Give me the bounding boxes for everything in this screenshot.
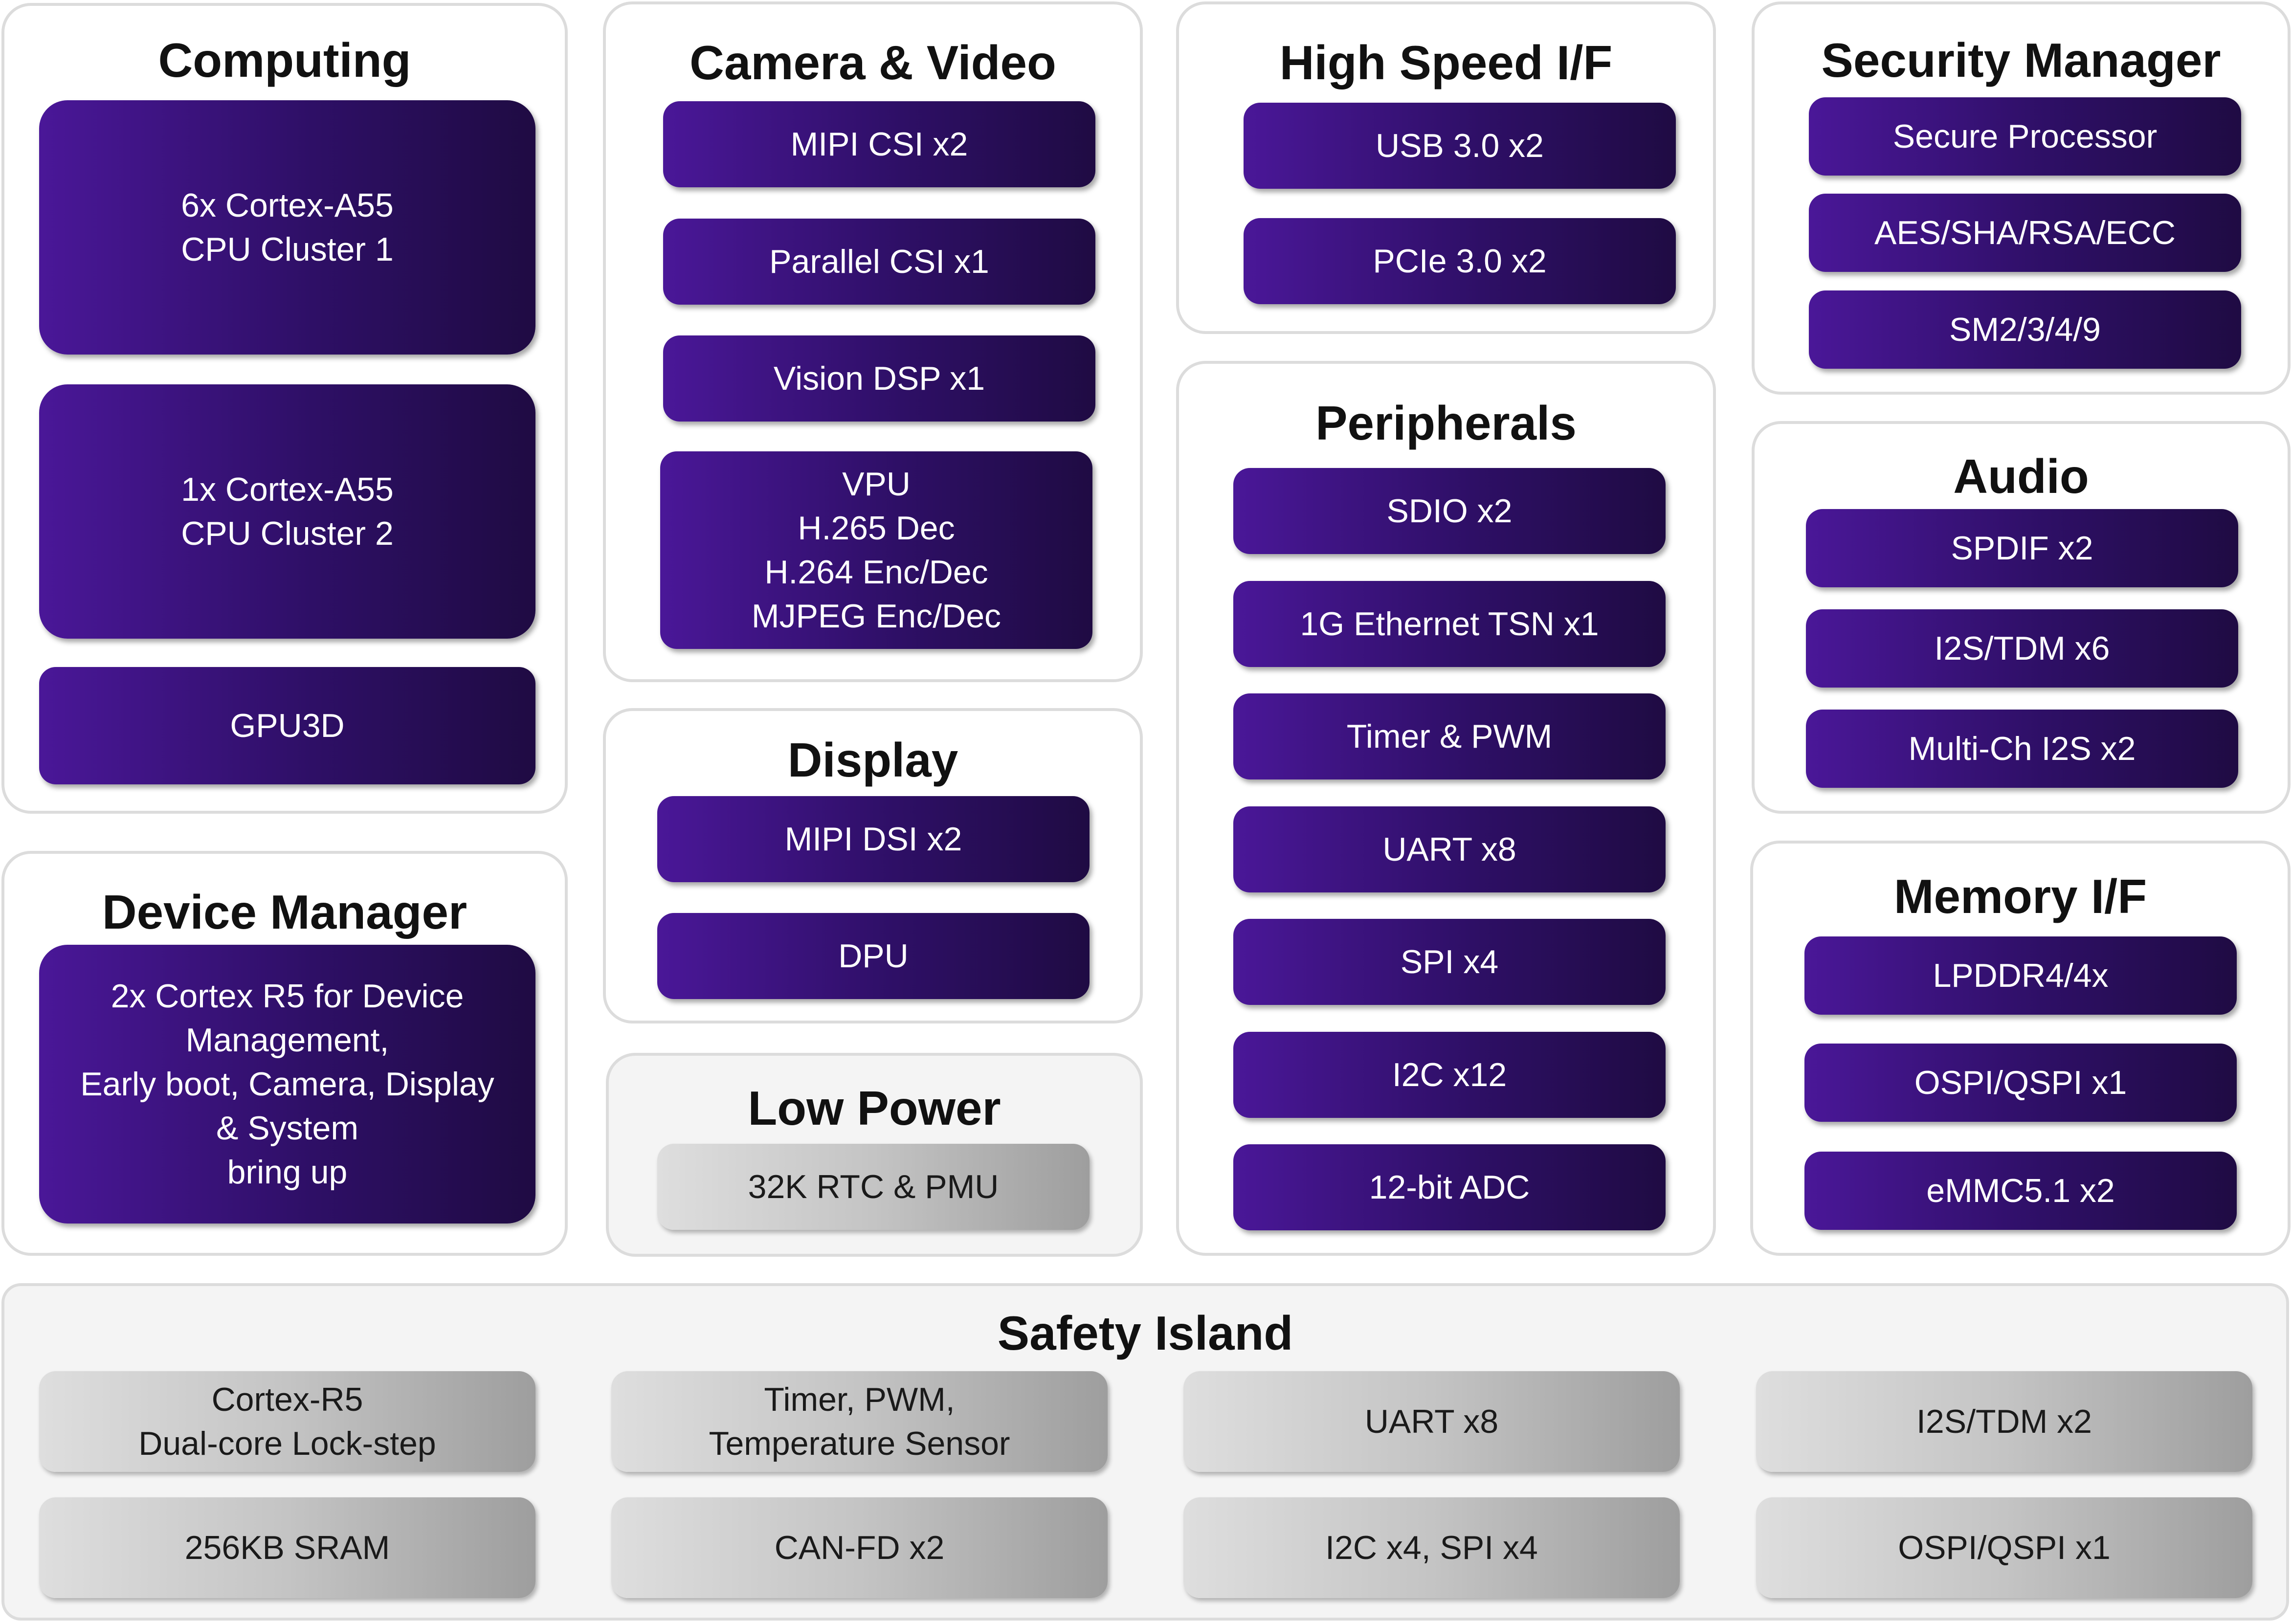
sm-block: SM2/3/4/9 (1809, 290, 2241, 369)
device-manager-block: 2x Cortex R5 for Device Management, Earl… (39, 945, 535, 1224)
ethernet-block: 1G Ethernet TSN x1 (1233, 581, 1666, 667)
security-title: Security Manager (1821, 33, 2221, 87)
spdif-block: SPDIF x2 (1806, 509, 2238, 587)
cpu-cluster-1-block: 6x Cortex-A55 CPU Cluster 1 (39, 100, 535, 355)
device-manager-panel: Device Manager 2x Cortex R5 for Device M… (1, 851, 568, 1256)
safety-island-panel: Safety Island Cortex-R5 Dual-core Lock-s… (1, 1283, 2289, 1621)
crypto-block: AES/SHA/RSA/ECC (1809, 194, 2241, 272)
safety-uart-block: UART x8 (1183, 1371, 1680, 1472)
audio-panel: Audio SPDIF x2 I2S/TDM x6 Multi-Ch I2S x… (1752, 421, 2291, 814)
high-speed-title: High Speed I/F (1279, 36, 1613, 89)
device-manager-title: Device Manager (102, 885, 467, 939)
spi-block: SPI x4 (1233, 919, 1666, 1005)
camera-video-panel: Camera & Video MIPI CSI x2 Parallel CSI … (603, 1, 1143, 682)
low-power-panel: Low Power 32K RTC & PMU (606, 1053, 1143, 1257)
memory-title: Memory I/F (1893, 869, 2147, 923)
high-speed-panel: High Speed I/F USB 3.0 x2 PCIe 3.0 x2 (1176, 1, 1716, 334)
timer-pwm-block: Timer & PWM (1233, 693, 1666, 779)
uart-block: UART x8 (1233, 806, 1666, 892)
peripherals-panel: Peripherals SDIO x2 1G Ethernet TSN x1 T… (1176, 361, 1716, 1256)
cpu-cluster-2-block: 1x Cortex-A55 CPU Cluster 2 (39, 384, 535, 639)
safety-i2s-block: I2S/TDM x2 (1756, 1371, 2252, 1472)
computing-panel: Computing 6x Cortex-A55 CPU Cluster 1 1x… (1, 3, 568, 814)
lpddr-block: LPDDR4/4x (1804, 936, 2237, 1015)
camera-video-title: Camera & Video (690, 36, 1056, 89)
vision-dsp-block: Vision DSP x1 (663, 335, 1095, 422)
dpu-block: DPU (657, 913, 1090, 999)
usb-block: USB 3.0 x2 (1244, 103, 1676, 189)
mipi-csi-block: MIPI CSI x2 (663, 101, 1095, 187)
peripherals-title: Peripherals (1315, 396, 1577, 450)
sdio-block: SDIO x2 (1233, 468, 1666, 554)
mipi-dsi-block: MIPI DSI x2 (657, 796, 1090, 882)
ospi-qspi-block: OSPI/QSPI x1 (1804, 1044, 2237, 1122)
pcie-block: PCIe 3.0 x2 (1244, 218, 1676, 304)
computing-title: Computing (158, 33, 411, 87)
vpu-block: VPU H.265 Dec H.264 Enc/Dec MJPEG Enc/De… (660, 451, 1092, 649)
display-panel: Display MIPI DSI x2 DPU (603, 708, 1143, 1023)
emmc-block: eMMC5.1 x2 (1804, 1152, 2237, 1230)
memory-panel: Memory I/F LPDDR4/4x OSPI/QSPI x1 eMMC5.… (1750, 841, 2291, 1256)
safety-sram-block: 256KB SRAM (39, 1497, 535, 1598)
i2c-block: I2C x12 (1233, 1032, 1666, 1118)
audio-title: Audio (1953, 449, 2089, 503)
secure-processor-block: Secure Processor (1809, 97, 2241, 176)
safety-island-title: Safety Island (997, 1306, 1293, 1360)
security-panel: Security Manager Secure Processor AES/SH… (1752, 1, 2291, 395)
safety-timer-block: Timer, PWM, Temperature Sensor (611, 1371, 1108, 1472)
gpu3d-block: GPU3D (39, 667, 535, 784)
i2s-tdm-block: I2S/TDM x6 (1806, 609, 2238, 688)
rtc-pmu-block: 32K RTC & PMU (657, 1144, 1090, 1230)
low-power-title: Low Power (748, 1081, 1001, 1135)
parallel-csi-block: Parallel CSI x1 (663, 219, 1095, 305)
safety-ospi-block: OSPI/QSPI x1 (1756, 1497, 2252, 1598)
safety-i2c-spi-block: I2C x4, SPI x4 (1183, 1497, 1680, 1598)
safety-canfd-block: CAN-FD x2 (611, 1497, 1108, 1598)
safety-cortex-r5-block: Cortex-R5 Dual-core Lock-step (39, 1371, 535, 1472)
display-title: Display (787, 733, 958, 787)
multich-i2s-block: Multi-Ch I2S x2 (1806, 710, 2238, 788)
adc-block: 12-bit ADC (1233, 1144, 1666, 1230)
